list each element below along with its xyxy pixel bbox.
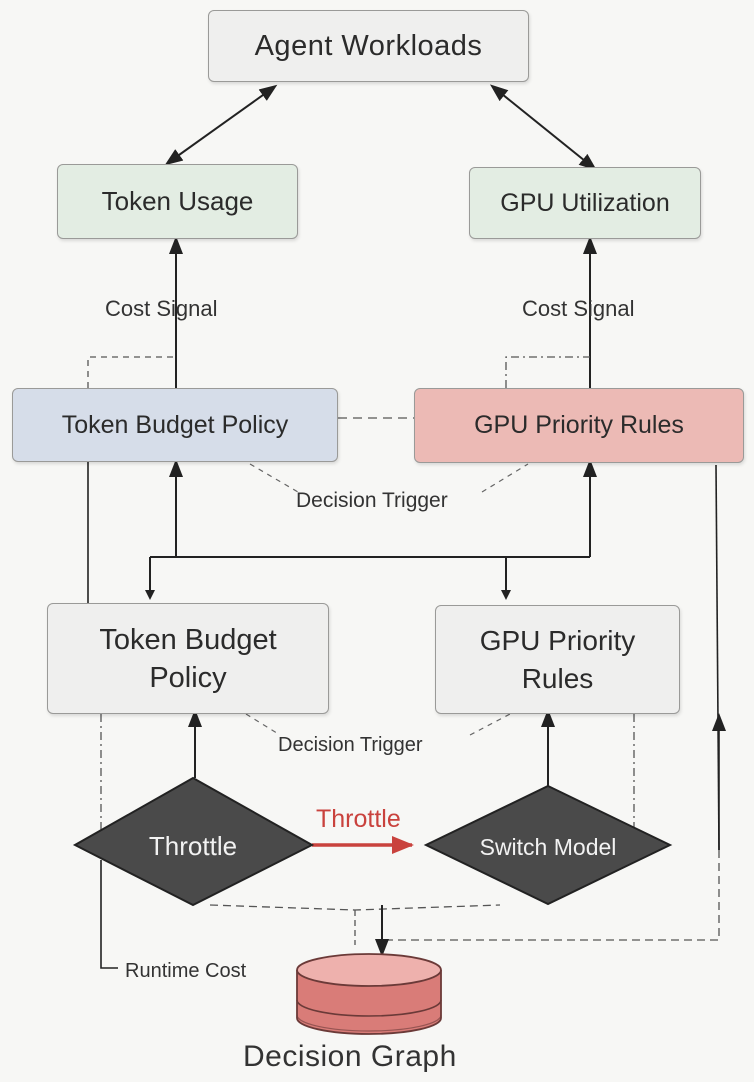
cost-signal-right-label: Cost Signal <box>522 296 635 321</box>
agent-workloads-node[interactable]: Agent Workloads <box>208 10 529 82</box>
token-usage-node[interactable]: Token Usage <box>57 164 298 239</box>
token-budget-policy-bottom-label: Token Budget Policy <box>99 623 277 694</box>
gpu-priority-rules-bottom-label: GPU Priority Rules <box>479 624 636 694</box>
edge-runtime-cost <box>100 860 118 969</box>
dashed-trigger-bottom-left <box>245 713 281 736</box>
token-budget-policy-top-label: Token Budget Policy <box>61 410 289 439</box>
throttle-arrow-label: Throttle <box>316 805 401 833</box>
dashed-bracket-left <box>87 356 176 388</box>
token-budget-policy-top-node[interactable]: Token Budget Policy <box>12 388 338 462</box>
dashed-trigger-top-left <box>249 463 299 493</box>
token-budget-policy-bottom-node[interactable]: Token Budget Policy <box>47 603 329 714</box>
gpu-utilization-node[interactable]: GPU Utilization <box>469 167 701 239</box>
gpu-priority-rules-top-node[interactable]: GPU Priority Rules <box>414 388 744 463</box>
gpu-priority-rules-top-label: GPU Priority Rules <box>474 411 684 439</box>
dashed-bracket-right <box>505 356 590 388</box>
throttle-diamond[interactable] <box>72 776 315 907</box>
dashed-right-return <box>388 850 720 941</box>
dashed-trigger-top-right <box>481 463 529 493</box>
database-icon[interactable] <box>296 953 442 1035</box>
dashed-trigger-bottom-right <box>469 713 511 736</box>
throttle-label: Throttle <box>148 830 238 861</box>
decision-trigger-bottom-label: Decision Trigger <box>278 734 423 756</box>
gpu-utilization-label: GPU Utilization <box>500 188 670 217</box>
cost-signal-left-label: Cost Signal <box>105 296 218 321</box>
edge-workloads-gpu-utilization <box>489 84 598 171</box>
agent-workloads-label: Agent Workloads <box>254 29 483 62</box>
decision-trigger-top-label: Decision Trigger <box>296 489 448 512</box>
dashed-diamond-merge <box>209 904 501 911</box>
token-usage-label: Token Usage <box>101 186 254 216</box>
switch-model-label: Switch Model <box>479 833 617 860</box>
decision-graph-label: Decision Graph <box>243 1040 457 1073</box>
gpu-priority-rules-bottom-node[interactable]: GPU Priority Rules <box>435 605 680 714</box>
edge-workloads-token-usage <box>164 84 278 166</box>
switch-model-diamond[interactable] <box>423 784 673 906</box>
runtime-cost-label: Runtime Cost <box>125 960 247 982</box>
